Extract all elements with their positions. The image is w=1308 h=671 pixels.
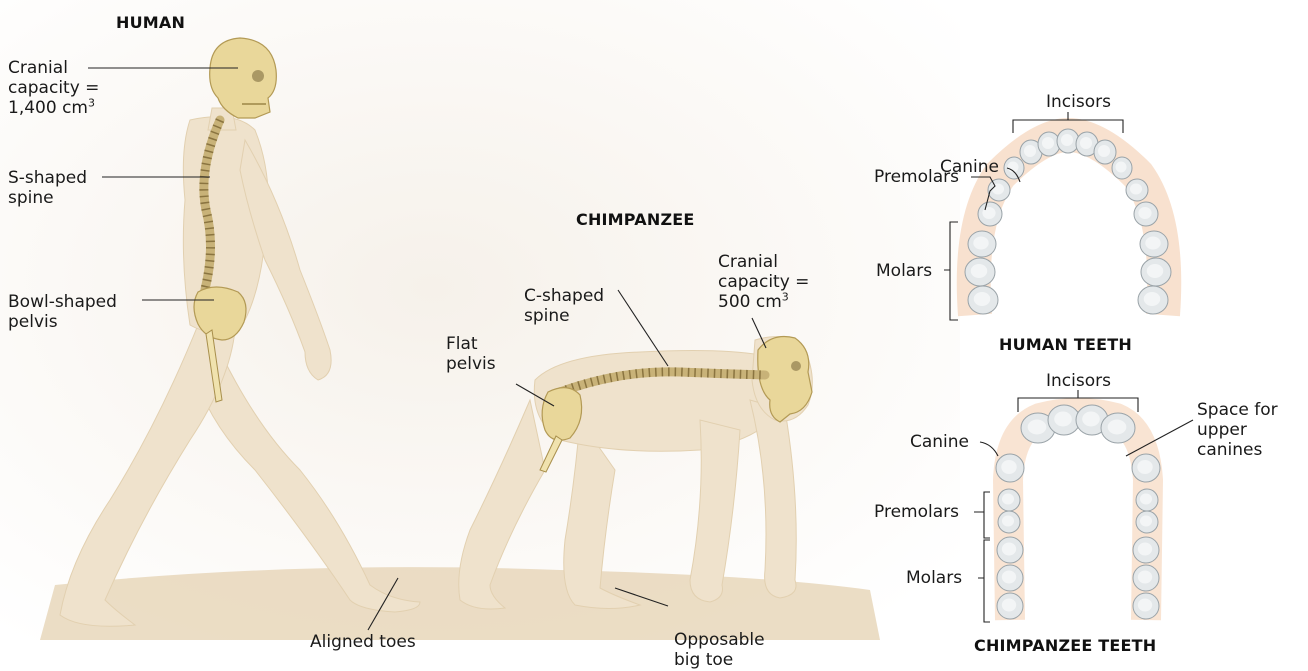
chimp-title: CHIMPANZEE (576, 210, 695, 229)
chimp-teeth-title: CHIMPANZEE TEETH (974, 636, 1156, 655)
bracket-chimp-premolars (974, 492, 990, 538)
chimp-canine-label: Canine (910, 432, 969, 452)
human-cranial-label: Cranial capacity = 1,400 cm3 (8, 58, 99, 118)
chimp-gum (1008, 413, 1148, 620)
chimp-molars-label: Molars (906, 568, 962, 588)
chimp-incisors-label: Incisors (1046, 371, 1111, 391)
leader-chimp-canine (980, 442, 998, 456)
bracket-chimp-molars (978, 540, 990, 622)
chimp-pelvis-label: Flat pelvis (446, 334, 496, 374)
chimp-spine-label: C-shaped spine (524, 286, 604, 326)
human-molars-label: Molars (876, 261, 932, 281)
chimp-cranial-label: Cranial capacity = 500 cm3 (718, 252, 809, 312)
human-teeth-title: HUMAN TEETH (999, 335, 1132, 354)
aligned-toes-label: Aligned toes (310, 632, 416, 652)
human-incisors-label: Incisors (1046, 92, 1111, 112)
opposable-toe-label: Opposable big toe (674, 630, 765, 670)
human-gum (974, 135, 1165, 315)
human-title: HUMAN (116, 13, 185, 32)
space-canines-label: Space for upper canines (1197, 400, 1278, 460)
human-premolars-label: Premolars (874, 167, 959, 187)
chimp-premolars-label: Premolars (874, 502, 959, 522)
chimp-teeth-arch (996, 405, 1160, 620)
human-spine-label: S-shaped spine (8, 168, 87, 208)
human-pelvis-label: Bowl-shaped pelvis (8, 292, 117, 332)
